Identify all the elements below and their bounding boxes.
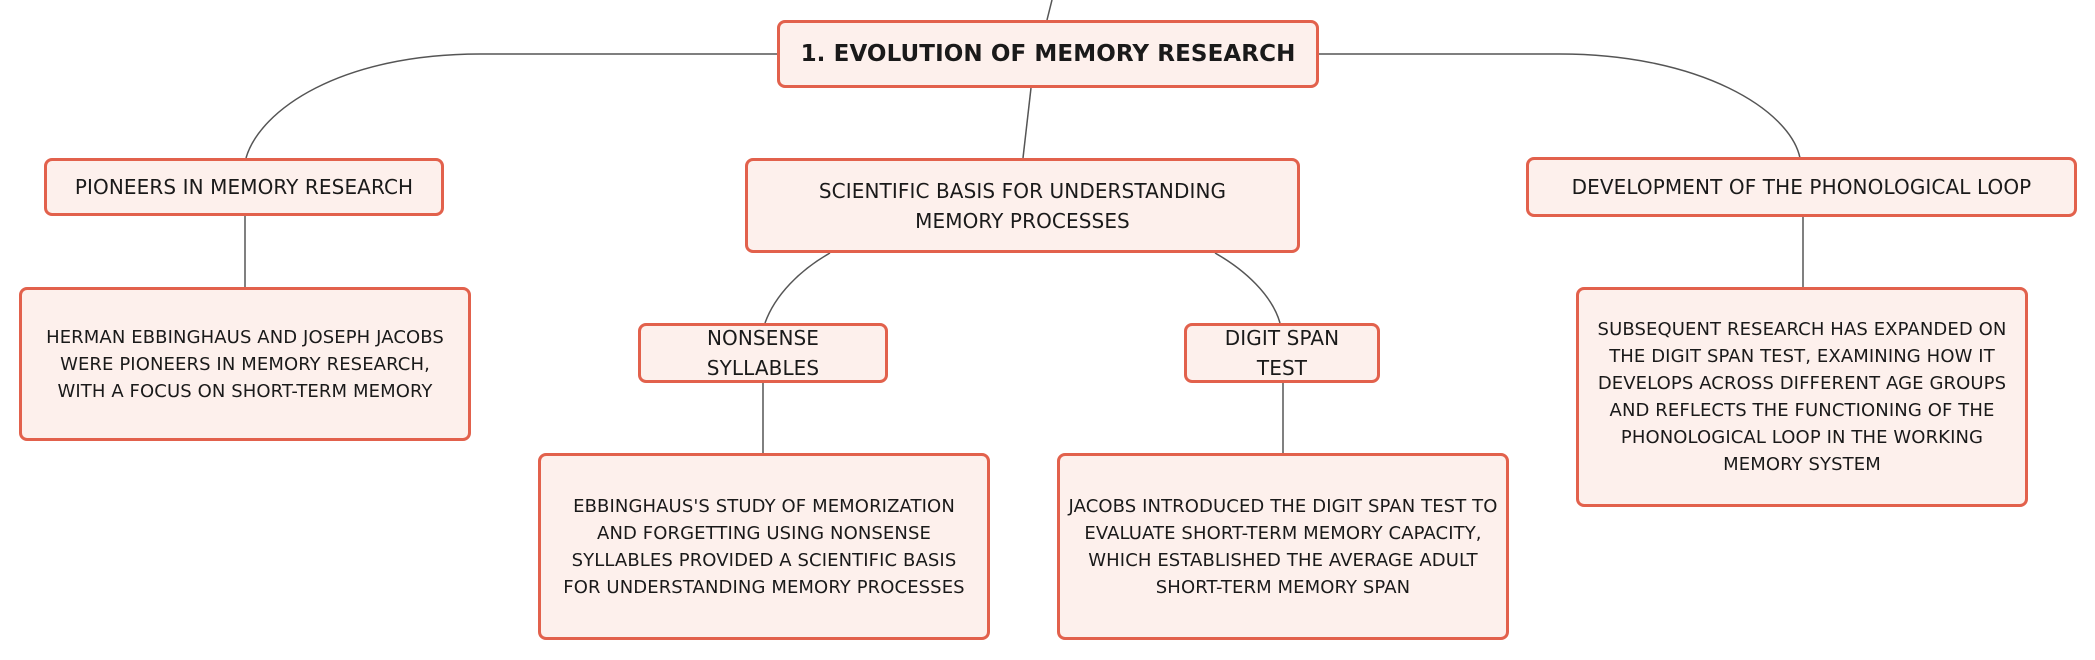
branch-node-scientific-basis[interactable]: SCIENTIFIC BASIS FOR UNDERSTANDING MEMOR… [745, 158, 1300, 253]
connector-scientific-nonsense [764, 252, 831, 324]
branch-node-pioneers[interactable]: PIONEERS IN MEMORY RESEARCH [44, 158, 444, 216]
branch-label-pioneers: PIONEERS IN MEMORY RESEARCH [74, 175, 414, 199]
detail-text-nonsense-syllables: EBBINGHAUS'S STUDY OF MEMORIZATION AND F… [563, 495, 965, 598]
detail-text-phonological-loop: SUBSEQUENT RESEARCH HAS EXPANDED ON THE … [1597, 319, 2007, 475]
branch-label-scientific-basis: SCIENTIFIC BASIS FOR UNDERSTANDING MEMOR… [818, 178, 1227, 233]
subbranch-label-nonsense-syllables: NONSENSE SYLLABLES [706, 326, 820, 380]
subbranch-label-digit-span-test: DIGIT SPAN TEST [1224, 326, 1340, 380]
subbranch-node-digit-span-test[interactable]: DIGIT SPAN TEST [1184, 323, 1380, 383]
subbranch-node-nonsense-syllables[interactable]: NONSENSE SYLLABLES [638, 323, 888, 383]
detail-node-phonological-loop[interactable]: SUBSEQUENT RESEARCH HAS EXPANDED ON THE … [1576, 287, 2028, 507]
branch-node-phonological-loop[interactable]: DEVELOPMENT OF THE PHONOLOGICAL LOOP [1526, 157, 2077, 217]
connector-scientific-digitspan [1214, 252, 1281, 324]
detail-node-digit-span-test[interactable]: JACOBS INTRODUCED THE DIGIT SPAN TEST TO… [1057, 453, 1509, 640]
connector-root-parent [1046, 0, 1053, 21]
connector-root-pioneers [245, 53, 778, 159]
detail-text-pioneers: HERMAN EBBINGHAUS AND JOSEPH JACOBS WERE… [46, 326, 444, 402]
branch-label-phonological-loop: DEVELOPMENT OF THE PHONOLOGICAL LOOP [1571, 175, 2032, 199]
root-label: 1. EVOLUTION OF MEMORY RESEARCH [800, 41, 1296, 67]
detail-text-digit-span-test: JACOBS INTRODUCED THE DIGIT SPAN TEST TO… [1068, 495, 1498, 598]
detail-node-pioneers[interactable]: HERMAN EBBINGHAUS AND JOSEPH JACOBS WERE… [19, 287, 471, 441]
connector-root-scientific [1022, 87, 1032, 159]
root-node[interactable]: 1. EVOLUTION OF MEMORY RESEARCH [777, 20, 1319, 88]
connector-root-phonological [1318, 53, 1801, 159]
detail-node-nonsense-syllables[interactable]: EBBINGHAUS'S STUDY OF MEMORIZATION AND F… [538, 453, 990, 640]
